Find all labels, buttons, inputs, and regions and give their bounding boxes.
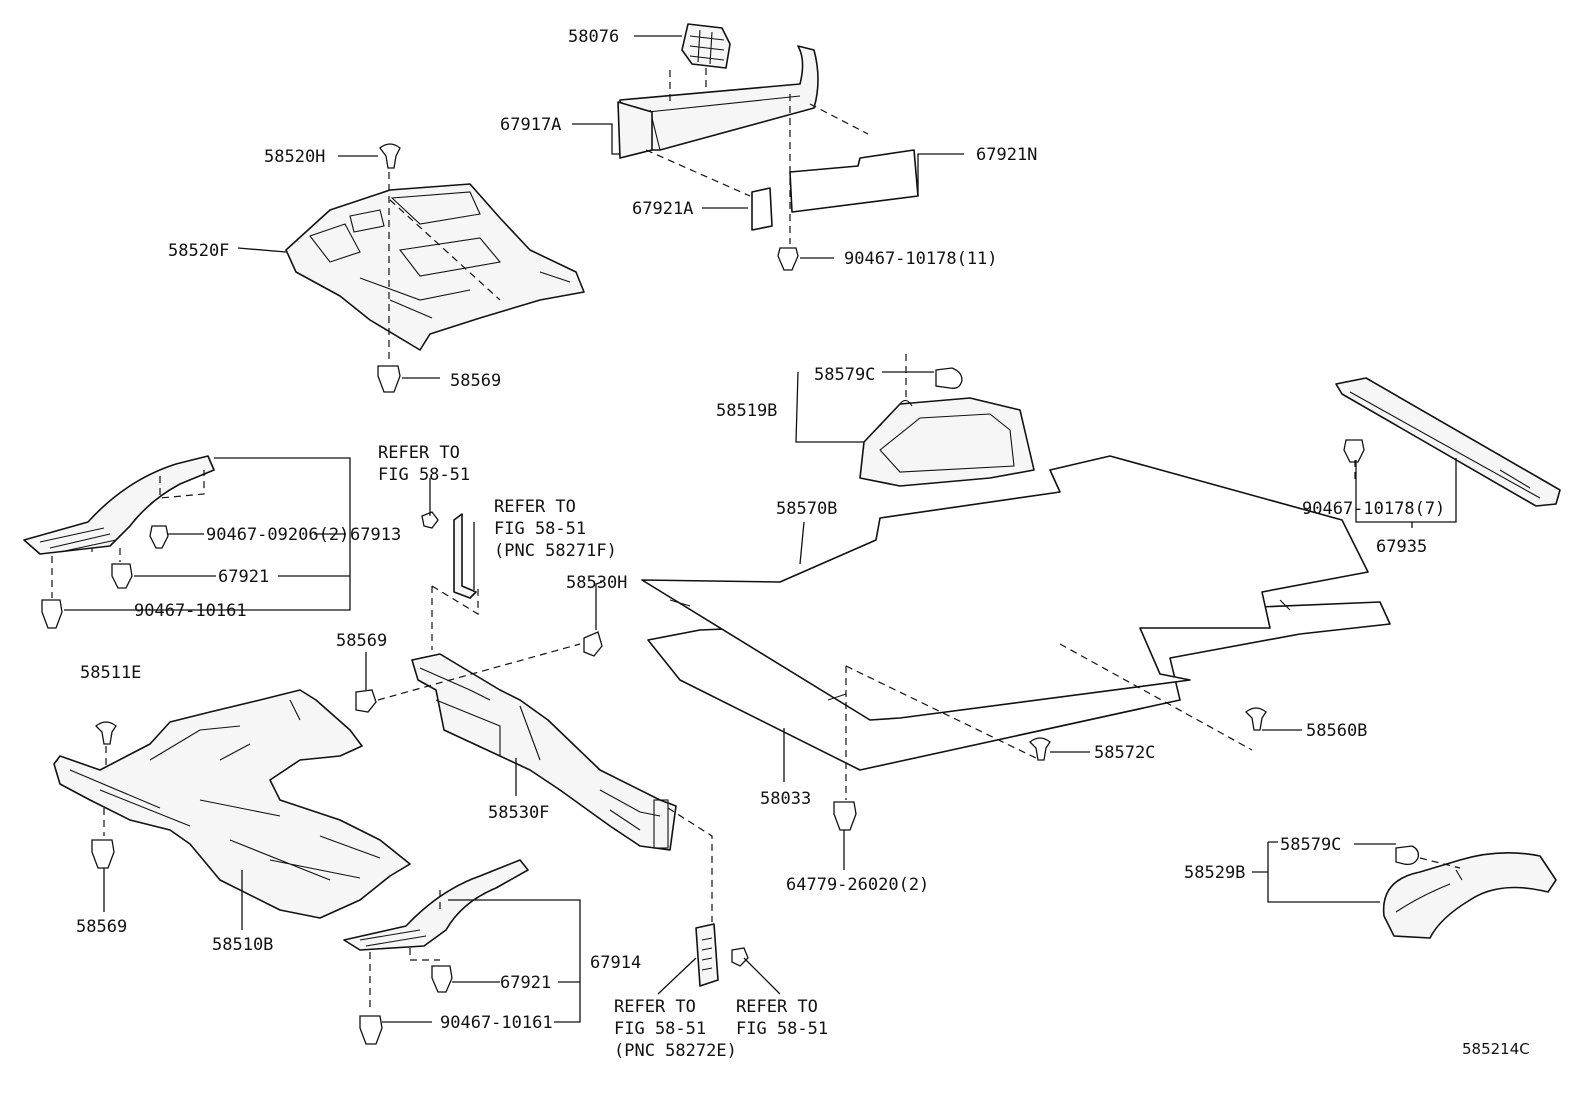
clip-64779-26020	[833, 801, 857, 831]
label-64779-26020: 64779-26020(2)	[786, 875, 929, 895]
part-67914-drawing	[343, 859, 529, 951]
label-58569-bottom: 58569	[76, 917, 127, 937]
ref-c-line-2: FIG 58-51	[614, 1019, 706, 1039]
part-58570b-drawing	[641, 455, 1369, 721]
part-58510b-drawing	[53, 689, 411, 919]
clip-58572c	[1029, 737, 1051, 761]
label-58519b: 58519B	[716, 401, 777, 421]
clip-67921-left	[111, 563, 133, 589]
clip-ref-d	[731, 947, 749, 967]
ref-b-line-3: (PNC 58271F)	[494, 541, 617, 561]
label-90467-09206: 90467-09206(2)	[206, 525, 349, 545]
label-58570b: 58570B	[776, 499, 837, 519]
clip-90467-09206	[149, 525, 169, 549]
ref-c-line-1: REFER TO	[614, 997, 696, 1017]
label-67935: 67935	[1376, 537, 1427, 557]
part-58519b-drawing	[859, 397, 1035, 487]
clip-67921-bottom	[431, 965, 453, 993]
figure-code: 585214C	[1462, 1040, 1530, 1058]
ref-c-line-3: (PNC 58272E)	[614, 1041, 737, 1061]
label-58520f: 58520F	[168, 241, 229, 261]
label-58530f: 58530F	[488, 803, 549, 823]
clip-58569-mid	[355, 689, 377, 713]
label-67921a: 67921A	[632, 199, 693, 219]
label-58520h: 58520H	[264, 147, 325, 167]
clip-90467-10178-right	[1343, 439, 1365, 463]
label-67914: 67914	[590, 953, 641, 973]
leader-lines	[64, 35, 1457, 1023]
label-67913: 67913	[350, 525, 401, 545]
label-58033: 58033	[760, 789, 811, 809]
label-58076: 58076	[568, 27, 619, 47]
label-58560b: 58560B	[1306, 721, 1367, 741]
label-58530h: 58530H	[566, 573, 627, 593]
part-58271f-bracket-drawing	[453, 513, 477, 599]
part-67917a-drawing	[617, 45, 819, 159]
part-58520f-drawing	[285, 183, 585, 351]
clip-90467-10161-bottom	[359, 1015, 383, 1045]
label-90467-10178-11: 90467-10178(11)	[844, 249, 998, 269]
clip-58530h	[583, 631, 603, 657]
part-58529b-drawing	[1382, 852, 1557, 939]
part-58530f-drawing	[411, 653, 677, 851]
part-67935-drawing	[1335, 377, 1561, 507]
label-58529b: 58529B	[1184, 863, 1245, 883]
clip-58569-bottom	[91, 839, 115, 869]
label-67921-bottom: 67921	[500, 973, 551, 993]
label-58579c-top: 58579C	[814, 365, 875, 385]
ref-b-line-1: REFER TO	[494, 497, 576, 517]
ref-a-line-1: REFER TO	[378, 443, 460, 463]
clip-90467-10178-top	[777, 247, 799, 271]
reference-notes: REFER TO FIG 58-51 REFER TO FIG 58-51 (P…	[378, 443, 828, 1061]
label-67917a: 67917A	[500, 115, 561, 135]
label-58572c: 58572C	[1094, 743, 1155, 763]
label-90467-10161-left: 90467-10161	[134, 601, 247, 621]
part-labels: 58076 67917A 67921N 67921A 90467-10178(1…	[76, 27, 1445, 1033]
label-58569-mid: 58569	[336, 631, 387, 651]
ref-d-line-1: REFER TO	[736, 997, 818, 1017]
clip-58560b	[1245, 707, 1267, 731]
label-58569-top: 58569	[450, 371, 501, 391]
ref-a-line-2: FIG 58-51	[378, 465, 470, 485]
label-67921n: 67921N	[976, 145, 1037, 165]
clip-58569-top	[377, 365, 401, 393]
clip-58579c-bottom	[1395, 845, 1420, 866]
ref-b-line-2: FIG 58-51	[494, 519, 586, 539]
clip-58511e	[95, 721, 117, 745]
label-67921-left: 67921	[218, 567, 269, 587]
part-67921a-drawing	[751, 187, 773, 231]
clip-90467-10161-left	[41, 599, 63, 629]
label-58510b: 58510B	[212, 935, 273, 955]
part-58076-drawing	[681, 23, 731, 69]
label-90467-10161-bottom: 90467-10161	[440, 1013, 553, 1033]
part-67913-drawing	[23, 455, 215, 555]
label-58579c-bottom: 58579C	[1280, 835, 1341, 855]
ref-d-line-2: FIG 58-51	[736, 1019, 828, 1039]
label-58511e: 58511E	[80, 663, 141, 683]
clip-58520h	[379, 143, 401, 169]
clip-58579c-top	[935, 367, 963, 389]
label-90467-10178-7: 90467-10178(7)	[1302, 499, 1445, 519]
part-67921n-drawing	[789, 149, 919, 213]
part-58272e-bracket-drawing	[695, 923, 719, 987]
